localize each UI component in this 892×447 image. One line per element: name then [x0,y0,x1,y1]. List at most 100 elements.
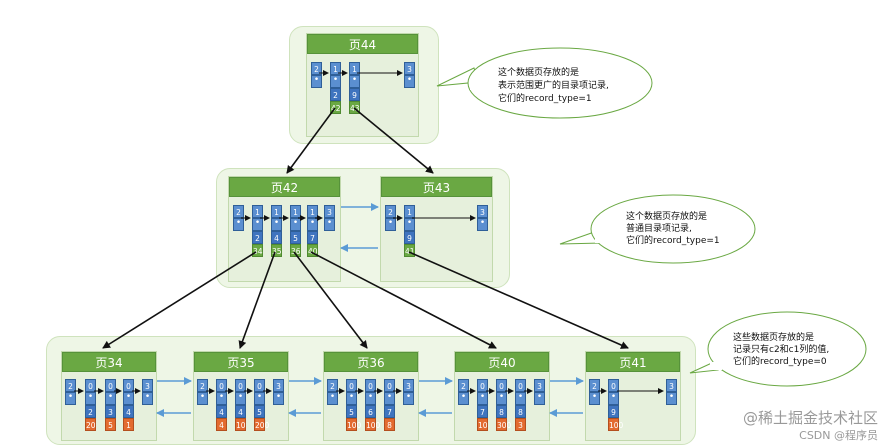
record-type-cell: 0 [254,379,265,392]
svg-text:这个数据页存放的是 普通目录项记录,: 这个数据页存放的是 普通目录项记录, 它们的record_type=1 [626,210,720,246]
record-type-cell: 2 [385,205,396,218]
column-value-cell: 5 [105,418,116,431]
page-43-title: 页43 [381,177,492,197]
page-42-title: 页42 [229,177,340,197]
record-type-cell: 2 [65,379,76,392]
next-pointer-cell: • [666,392,677,405]
next-pointer-cell: • [197,392,208,405]
key-cell: 3 [105,405,116,418]
record-type-cell: 3 [534,379,545,392]
column-value-cell: 20 [85,418,96,431]
key-cell: 7 [477,405,488,418]
next-pointer-cell: • [403,392,414,405]
next-pointer-cell: • [65,392,76,405]
next-pointer-cell: • [142,392,153,405]
page-number-cell: 42 [330,101,341,114]
next-pointer-cell: • [123,392,134,405]
key-cell: 2 [330,88,341,101]
next-pointer-cell: • [311,75,322,88]
record-type-cell: 3 [273,379,284,392]
next-pointer-cell: • [589,392,600,405]
next-pointer-cell: • [515,392,526,405]
record-type-cell: 0 [496,379,507,392]
next-pointer-cell: • [254,392,265,405]
record-type-cell: 0 [123,379,134,392]
record: 3• [273,379,284,405]
record-type-cell: 1 [252,205,263,218]
page-number-cell: 40 [307,244,318,257]
callout-leaf-line3: 它们的record_type=0 [733,355,827,367]
record-type-cell: 2 [458,379,469,392]
next-pointer-cell: • [307,218,318,231]
column-value-cell: 10 [235,418,246,431]
next-pointer-cell: • [608,392,619,405]
column-value-cell: 8 [384,418,395,431]
record: 2• [311,62,322,88]
record: 3• [666,379,677,405]
key-cell: 6 [365,405,376,418]
record: 2• [65,379,76,405]
record: 2• [458,379,469,405]
record-type-cell: 3 [403,379,414,392]
sibling-link-arrows [156,203,584,417]
column-value-cell: 100 [365,418,380,431]
record-type-cell: 0 [85,379,96,392]
record-type-cell: 1 [330,62,341,75]
page-number-cell: 35 [271,244,282,257]
record-type-cell: 3 [142,379,153,392]
page-number-cell: 34 [252,244,263,257]
key-cell: 4 [271,231,282,244]
callout-leaf-line2: 记录只有c2和c1列的值, [733,343,829,355]
key-cell: 7 [384,405,395,418]
next-pointer-cell: • [85,392,96,405]
record-type-cell: 3 [404,62,415,75]
record-type-cell: 0 [346,379,357,392]
next-pointer-cell: • [105,392,116,405]
next-pointer-cell: • [496,392,507,405]
callout-internal-pages: 这个数据页存放的是 普通目录项记录, 它们的record_type=1 [559,194,756,264]
next-pointer-cell: • [404,218,415,231]
record-type-cell: 2 [327,379,338,392]
key-cell: 5 [254,405,265,418]
page-35-title: 页35 [194,352,288,372]
next-pointer-cell: • [365,392,376,405]
key-cell: 4 [216,405,227,418]
next-pointer-cell: • [330,75,341,88]
next-pointer-cell: • [404,75,415,88]
record-type-cell: 0 [477,379,488,392]
record-type-cell: 2 [233,205,244,218]
record: 3• [403,379,414,405]
callout-root-pages: 这个数据页存放的是 表示范围更广的目录项记录, 它们的record_type=1 [436,47,653,119]
key-cell: 5 [346,405,357,418]
column-value-cell: 4 [216,418,227,431]
record: 2• [327,379,338,405]
watermark-csdn: CSDN @程序员 [799,429,878,442]
next-pointer-cell: • [235,392,246,405]
next-pointer-cell: • [252,218,263,231]
callout-leaf-pages: 这些数据页存放的是 记录只有c2和c1列的值, 它们的record_type=0 [689,311,867,387]
callout-root-line2: 表示范围更广的目录项记录, [498,79,609,91]
record-type-cell: 2 [589,379,600,392]
record-type-cell: 0 [235,379,246,392]
next-pointer-cell: • [477,218,488,231]
key-cell: 9 [608,405,619,418]
key-cell: 7 [307,231,318,244]
column-value-cell: 1 [123,418,134,431]
callout-internal-line2: 普通目录项记录, [626,222,692,234]
